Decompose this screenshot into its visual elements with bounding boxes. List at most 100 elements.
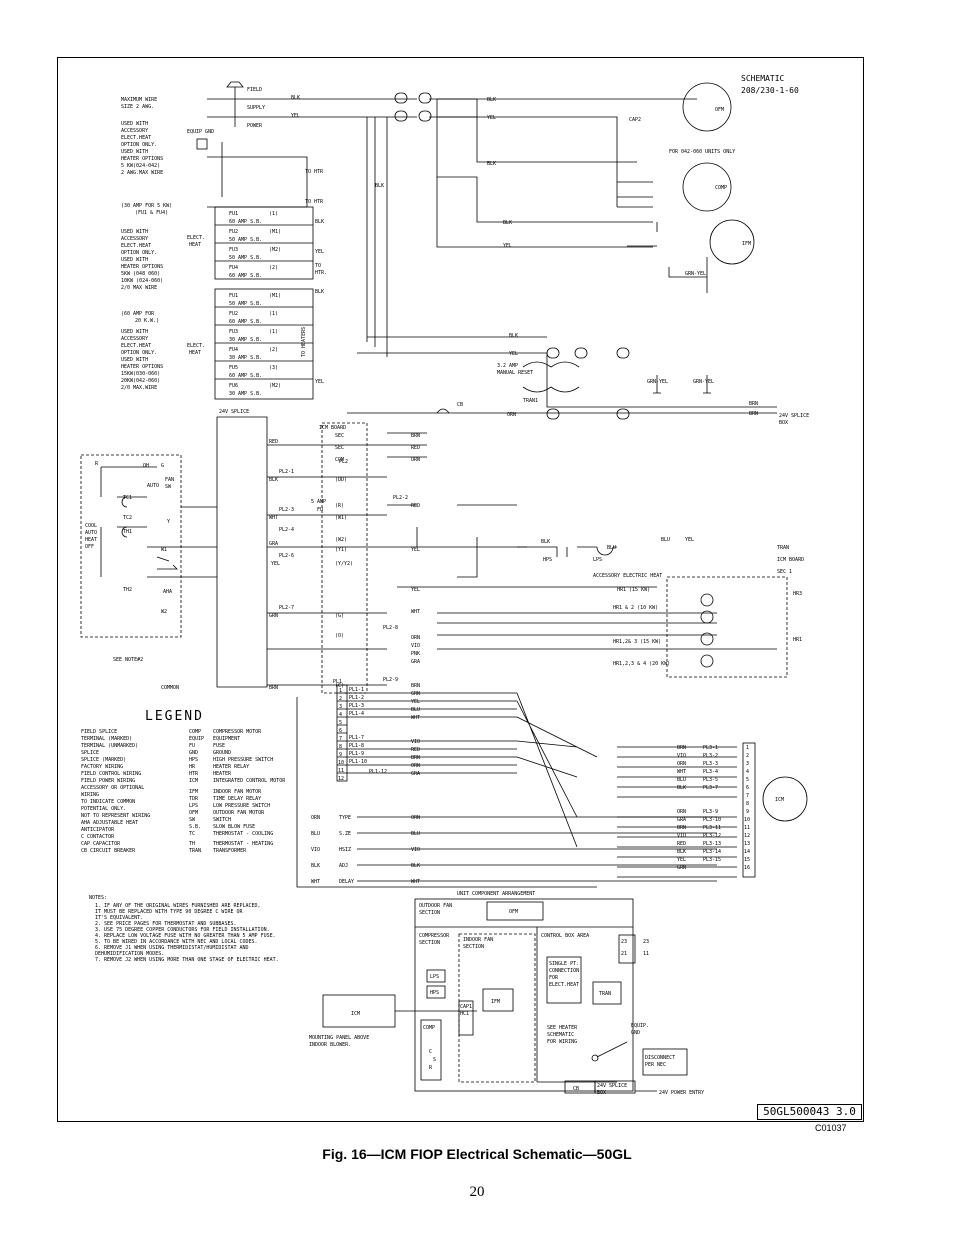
svg-text:6: 6: [746, 785, 749, 791]
svg-text:6. REMOVE J1 WHEN USING THERMI: 6. REMOVE J1 WHEN USING THERMIDISTAT/HUM…: [95, 945, 249, 951]
icm-board-label: ICM BOARD: [319, 425, 346, 431]
to-heaters-label: TO HEATERS: [301, 327, 307, 357]
svg-text:(W1): (W1): [335, 515, 347, 521]
svg-text:COMP: COMP: [189, 729, 201, 735]
accessory-heat-label: ACCESSORY ELECTRIC HEAT: [593, 573, 662, 579]
svg-text:PL3-3: PL3-3: [703, 761, 718, 767]
to-htr-4: HTR.: [315, 270, 327, 276]
svg-text:7. REMOVE J2 WHEN USING MORE T: 7. REMOVE J2 WHEN USING MORE THAN ONE ST…: [95, 957, 279, 963]
svg-text:4: 4: [339, 712, 342, 718]
svg-text:PL3-11: PL3-11: [703, 825, 721, 831]
svg-text:9: 9: [746, 809, 749, 815]
svg-text:HR1 & 2 (10 KW): HR1 & 2 (10 KW): [613, 605, 658, 611]
svg-text:1: 1: [339, 688, 342, 694]
svg-text:2. SEE PRICE PAGES FOR THERMOS: 2. SEE PRICE PAGES FOR THERMOSTAT AND SU…: [95, 921, 236, 927]
svg-text:PL3-5: PL3-5: [703, 777, 718, 783]
arr-cap1: CAP1: [460, 1004, 472, 1010]
svg-text:BLU: BLU: [411, 831, 420, 837]
fuse-group-1: FU1(1)60 AMP S.B. FU2(M1)50 AMP S.B. FU3…: [229, 211, 281, 279]
wire-yel-c: YEL: [487, 115, 496, 121]
svg-text:HIGH PRESSURE SWITCH: HIGH PRESSURE SWITCH: [213, 757, 273, 763]
svg-text:INTEGRATED CONTROL MOTOR: INTEGRATED CONTROL MOTOR: [213, 778, 286, 784]
pl2-plug-labels: PL2-1 PL2-2 PL2-3 PL2-4 PL2-6 PL2-7 PL2-…: [279, 469, 408, 683]
svg-text:FU4: FU4: [229, 265, 238, 271]
svg-text:3: 3: [746, 761, 749, 767]
schematic-diagram: SCHEMATIC 208/230-1-60 FIELD SUPPLY POWE…: [80, 74, 809, 1096]
wire-yel-pl2: YEL: [271, 561, 280, 567]
power-supply-wiring: [196, 81, 755, 357]
svg-text:IT MUST BE REPLACED WITH TYPE: IT MUST BE REPLACED WITH TYPE 90 DEGREE …: [95, 909, 243, 915]
svg-text:ACCESSORY: ACCESSORY: [121, 128, 148, 134]
svg-text:HR1,2& 3 (15 KW): HR1,2& 3 (15 KW): [613, 639, 661, 645]
svg-text:20KW(042-060): 20KW(042-060): [121, 378, 160, 384]
svg-text:GRN: GRN: [677, 865, 686, 871]
svg-text:2/0 MAX.WIRE: 2/0 MAX.WIRE: [121, 385, 157, 391]
fuse-block-1: [214, 206, 314, 280]
wire-wht-heat: WHT: [411, 609, 420, 615]
wire-yel-ifm: YEL: [503, 243, 512, 249]
svg-text:OFF: OFF: [85, 544, 94, 550]
common-label: COMMON: [161, 685, 179, 691]
arr-c: C: [429, 1049, 432, 1055]
svg-text:FOR WIRING: FOR WIRING: [547, 1039, 577, 1045]
svg-text:HEATER: HEATER: [213, 771, 232, 777]
svg-text:(Y/Y2): (Y/Y2): [335, 561, 353, 567]
svg-text:PL1-8: PL1-8: [349, 743, 364, 749]
pl1-pl3-wiring: [296, 684, 808, 888]
svg-text:(1): (1): [269, 329, 278, 335]
svg-text:FU6: FU6: [229, 383, 238, 389]
svg-text:FU1: FU1: [229, 293, 238, 299]
svg-text:TIME DELAY RELAY: TIME DELAY RELAY: [213, 796, 261, 802]
svg-text:BLU: BLU: [677, 777, 686, 783]
svg-text:EQUIP: EQUIP: [189, 736, 204, 742]
svg-text:TC2: TC2: [123, 515, 132, 521]
arr-s: S: [433, 1057, 436, 1063]
svg-text:(2): (2): [269, 347, 278, 353]
arr-comp: COMP: [423, 1025, 435, 1031]
svg-text:BRN: BRN: [411, 755, 420, 761]
svg-text:GRA: GRA: [411, 771, 420, 777]
arr-icm: ICM: [351, 1011, 360, 1017]
svg-text:BLK: BLK: [411, 863, 420, 869]
svg-text:(O): (O): [335, 633, 344, 639]
svg-text:WHT: WHT: [677, 769, 686, 775]
svg-text:TH1: TH1: [123, 529, 132, 535]
mounting-2: INDOOR BLOWER.: [309, 1042, 351, 1048]
splice-box-label-1: 24V SPLICE: [779, 413, 809, 419]
svg-text:SPLICE (MARKED): SPLICE (MARKED): [81, 757, 126, 763]
svg-text:AHA ADJUSTABLE HEAT: AHA ADJUSTABLE HEAT: [81, 820, 138, 826]
svg-text:FUSE: FUSE: [213, 743, 225, 749]
svg-text:2: 2: [339, 696, 342, 702]
svg-text:PL2-3: PL2-3: [279, 507, 294, 513]
wire-grn-yel-1: GRN-YEL: [647, 379, 668, 385]
hr3-label: HR3: [793, 591, 802, 597]
svg-text:TDR: TDR: [189, 796, 199, 802]
svg-text:W2: W2: [161, 609, 167, 615]
hps-label: HPS: [543, 557, 552, 563]
svg-text:PL2-1: PL2-1: [279, 469, 294, 475]
svg-text:INDOOR FAN MOTOR: INDOOR FAN MOTOR: [213, 789, 262, 795]
svg-text:2: 2: [746, 753, 749, 759]
svg-text:50 AMP S.B.: 50 AMP S.B.: [229, 301, 262, 307]
wire-blk-comp: BLK: [487, 161, 496, 167]
svg-text:OPTION ONLY.: OPTION ONLY.: [121, 250, 157, 256]
pl1-wire-colors: GRN YEL BLU WHT VIO RED BRN ORN GRA: [411, 691, 420, 777]
svg-text:4. REPLACE LOW VOLTAGE FUSE WI: 4. REPLACE LOW VOLTAGE FUSE WITH NO GREA…: [95, 933, 276, 939]
svg-text:PL3-14: PL3-14: [703, 849, 721, 855]
svg-text:VIO: VIO: [677, 833, 686, 839]
svg-text:PL1-4: PL1-4: [349, 711, 364, 717]
svg-text:1: 1: [746, 745, 749, 751]
svg-text:AUTO: AUTO: [85, 530, 97, 536]
wire-blk-c: BLK: [487, 97, 496, 103]
svg-text:GND: GND: [189, 750, 198, 756]
svg-text:USED WITH: USED WITH: [121, 357, 148, 363]
svg-text:FIELD POWER WIRING: FIELD POWER WIRING: [81, 778, 135, 784]
svg-text:OPTION ONLY.: OPTION ONLY.: [121, 142, 157, 148]
schematic-title-1: SCHEMATIC: [741, 74, 785, 83]
svg-text:LPS: LPS: [189, 803, 198, 809]
svg-text:TO INDICATE COMMON: TO INDICATE COMMON: [81, 799, 135, 805]
ofm-label: OFM: [715, 107, 724, 113]
to-htr-3: TO: [315, 263, 321, 269]
svg-text:SLOW BLOW FUSE: SLOW BLOW FUSE: [213, 824, 255, 830]
